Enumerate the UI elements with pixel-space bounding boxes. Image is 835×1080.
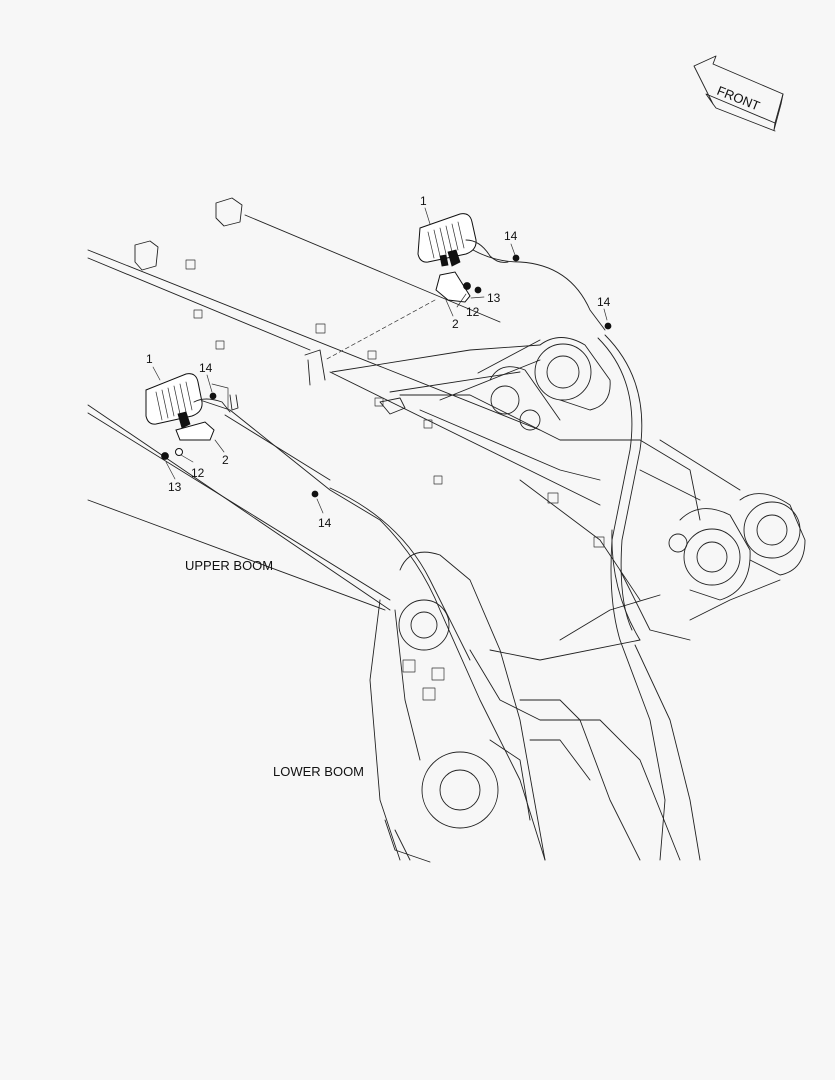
front-arrow-icon: FRONT	[693, 55, 784, 132]
front-label: FRONT	[715, 83, 762, 114]
callout-upper-screw: 13	[487, 291, 501, 305]
callout-upper-bracket: 2	[452, 317, 459, 331]
callout-lower-bolt-cable: 14	[318, 516, 332, 530]
callout-leaders	[152, 207, 608, 514]
callout-upper-lamp: 1	[420, 194, 427, 208]
callout-lower-lamp: 1	[146, 352, 153, 366]
lower-work-lamp	[145, 373, 319, 498]
callout-upper-washer: 12	[466, 305, 480, 319]
pin-bosses	[398, 343, 801, 829]
callout-lower-bolt-top: 14	[199, 361, 213, 375]
upper-boom-structure	[87, 214, 806, 661]
harness-cables	[199, 244, 643, 861]
callout-lower-bracket: 2	[222, 453, 229, 467]
lower-boom-label: LOWER BOOM	[273, 764, 364, 779]
callout-upper-bolt-top: 14	[504, 229, 518, 243]
alignment-leader	[324, 299, 436, 361]
upper-boom-label: UPPER BOOM	[185, 558, 273, 573]
upper-work-lamp	[417, 213, 612, 330]
callout-lower-screw: 13	[168, 480, 182, 494]
callout-upper-bolt-right: 14	[597, 295, 611, 309]
mounting-blocks	[134, 197, 605, 548]
callout-lower-washer: 12	[191, 466, 205, 480]
lower-boom-structure	[369, 551, 701, 863]
